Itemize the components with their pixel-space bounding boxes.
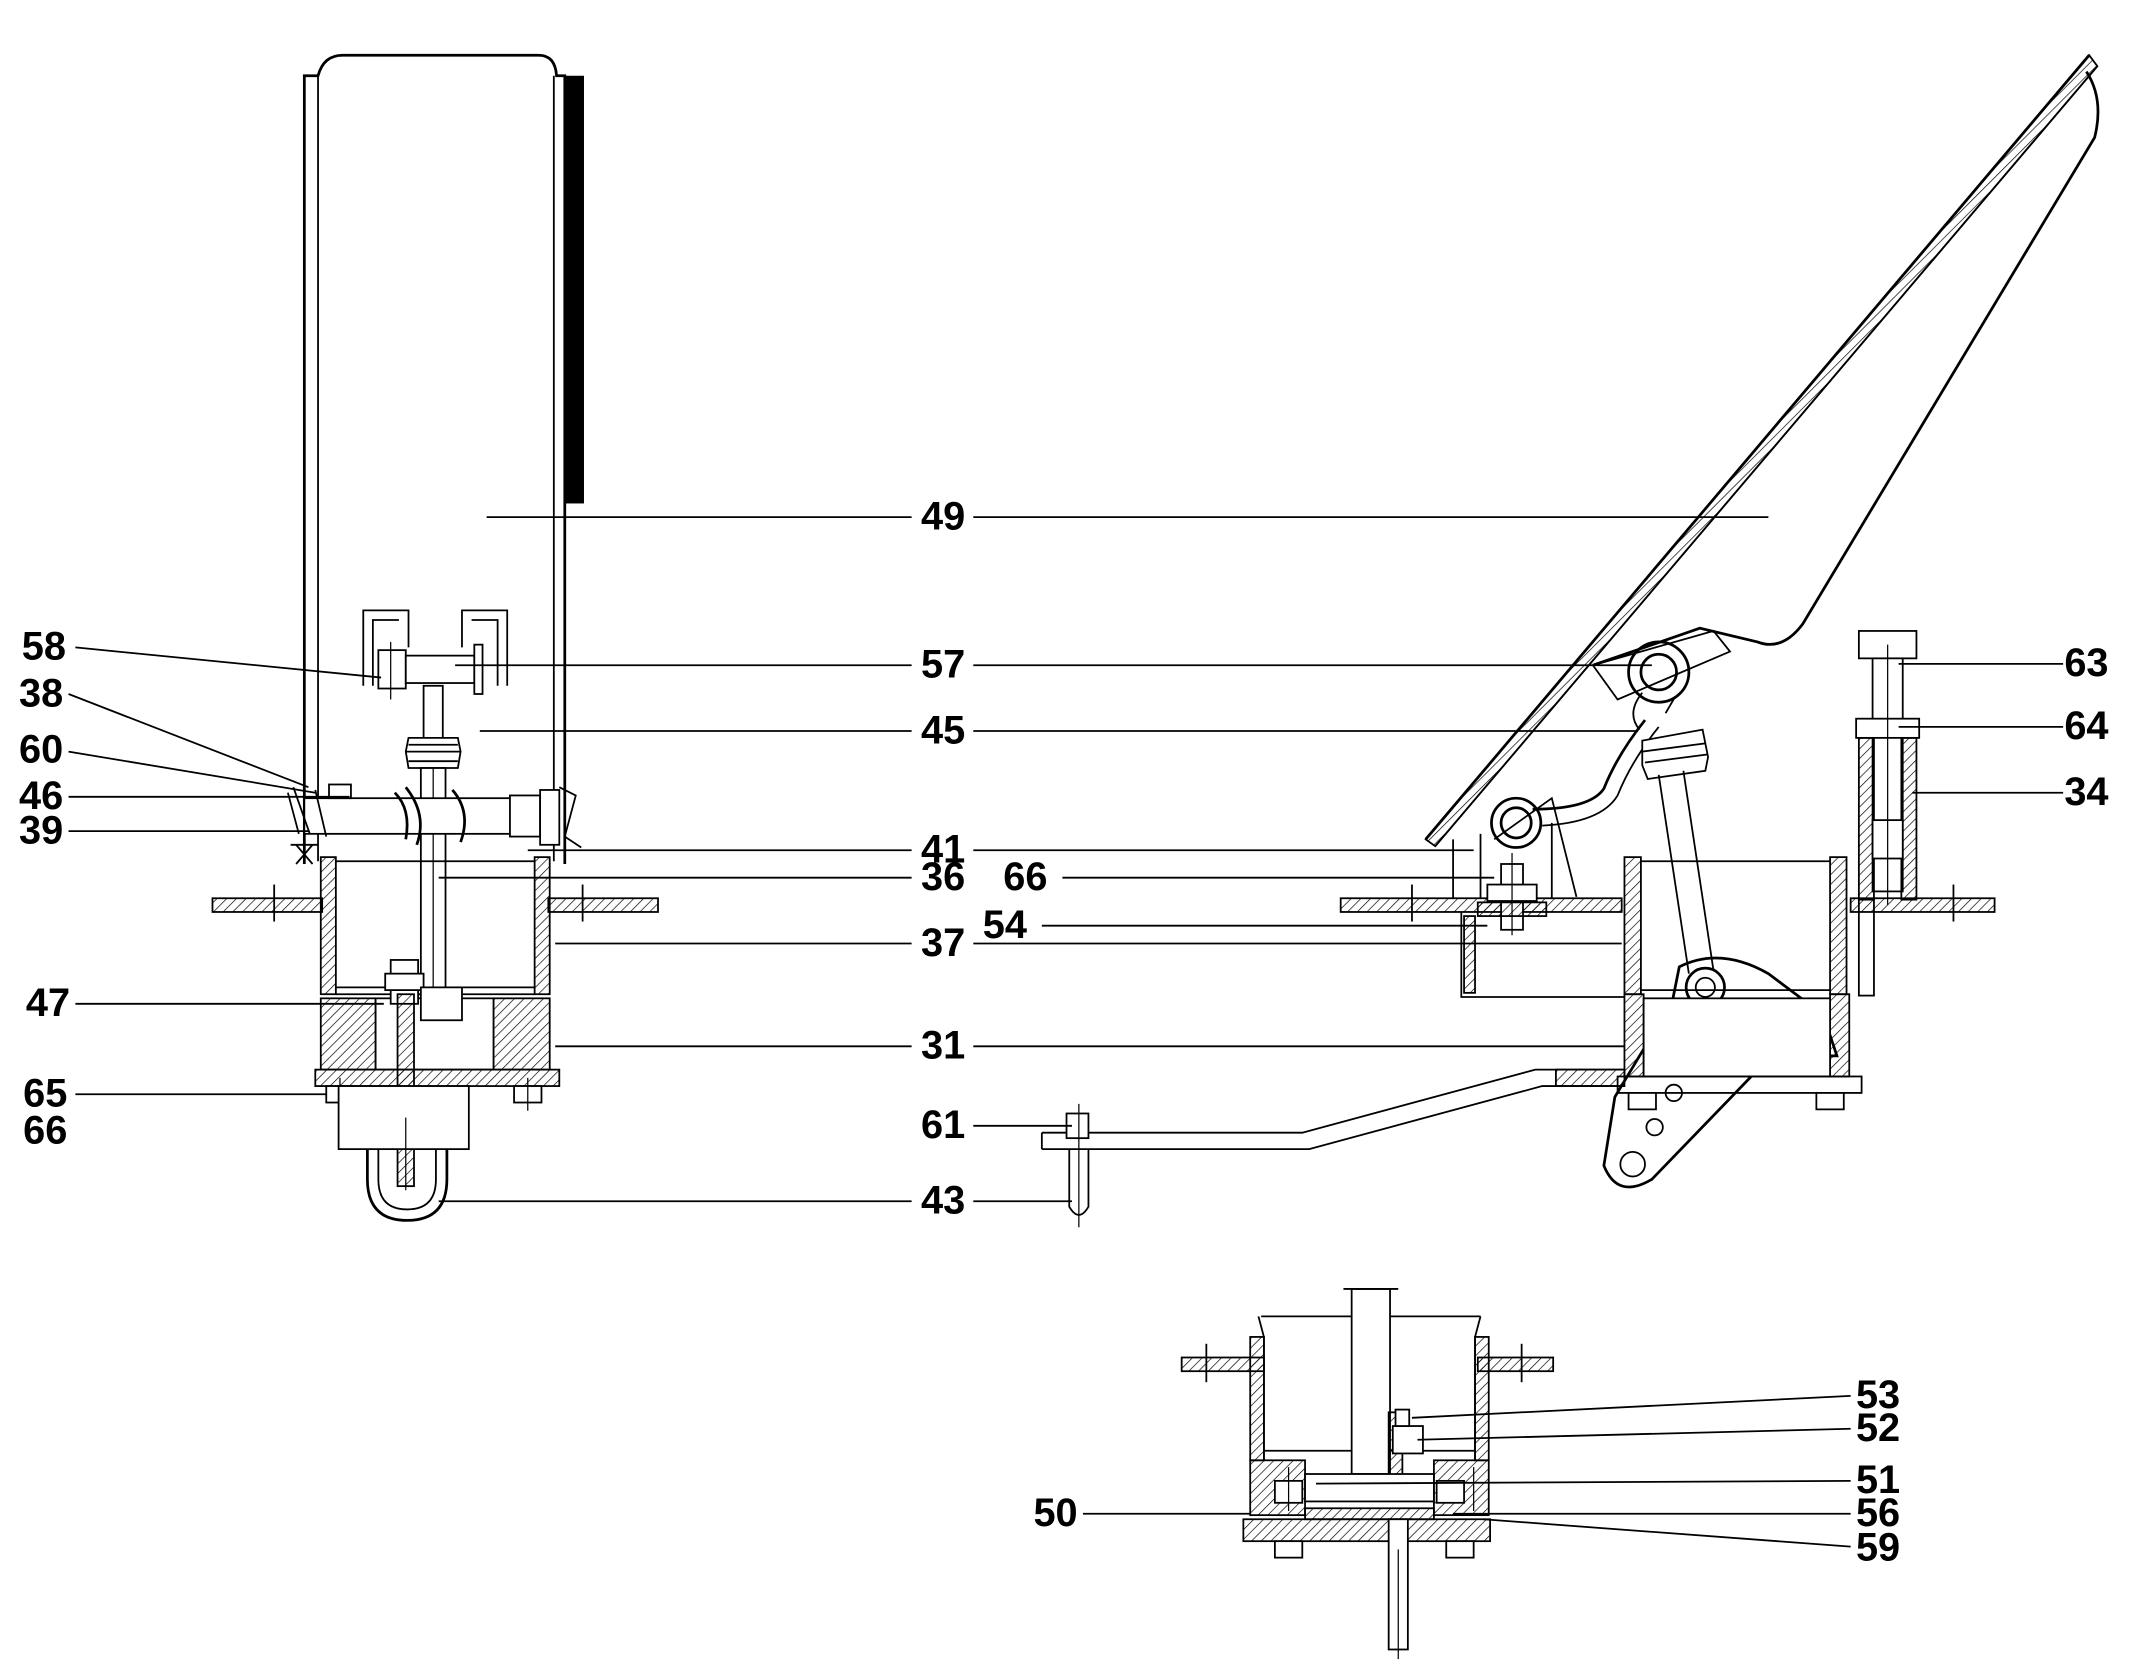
callout-37: 37 bbox=[921, 921, 965, 965]
floor-plate-right bbox=[547, 897, 659, 913]
callout-60: 60 bbox=[19, 728, 63, 772]
callout-54: 54 bbox=[983, 903, 1027, 947]
callout-56: 56 bbox=[1856, 1491, 1900, 1535]
callout-41: 41 bbox=[921, 828, 965, 872]
callout-53: 53 bbox=[1856, 1373, 1900, 1417]
housing-left-wall bbox=[319, 856, 337, 996]
pedal-edge-strip bbox=[564, 75, 584, 504]
leader-lines bbox=[68, 516, 2064, 1548]
callout-66-lower: 66 bbox=[23, 1109, 67, 1153]
callout-64: 64 bbox=[2064, 704, 2108, 748]
callout-43: 43 bbox=[921, 1179, 965, 1223]
callout-58: 58 bbox=[22, 625, 66, 669]
callout-50: 50 bbox=[1033, 1491, 1077, 1535]
pedal-arm-side bbox=[1592, 70, 2100, 667]
callout-47: 47 bbox=[26, 981, 70, 1025]
callout-39: 39 bbox=[19, 808, 63, 852]
detail-section-view bbox=[1180, 1288, 1555, 1660]
callout-59: 59 bbox=[1856, 1525, 1900, 1569]
callout-65: 65 bbox=[23, 1072, 67, 1116]
callout-51: 51 bbox=[1856, 1458, 1900, 1502]
callout-45: 45 bbox=[921, 708, 965, 752]
callout-52: 52 bbox=[1856, 1406, 1900, 1450]
callout-34: 34 bbox=[2064, 770, 2108, 814]
callout-63: 63 bbox=[2064, 641, 2108, 685]
callout-49: 49 bbox=[921, 495, 965, 539]
callout-labels: 49 58 57 38 45 60 46 39 41 36 66 54 37 4… bbox=[19, 495, 2109, 1570]
pedal-plate-front bbox=[302, 53, 567, 864]
housing-right-wall bbox=[533, 856, 551, 996]
callout-38: 38 bbox=[19, 671, 63, 715]
callout-57: 57 bbox=[921, 643, 965, 687]
floor-plate-left bbox=[211, 897, 324, 913]
callout-66-upper: 66 bbox=[1003, 855, 1047, 899]
callout-36: 36 bbox=[921, 855, 965, 899]
pedal-front-view bbox=[211, 53, 659, 1222]
callout-61: 61 bbox=[921, 1103, 965, 1147]
callout-31: 31 bbox=[921, 1024, 965, 1068]
callout-46: 46 bbox=[19, 774, 63, 818]
pedal-side-view bbox=[1040, 53, 2100, 1228]
